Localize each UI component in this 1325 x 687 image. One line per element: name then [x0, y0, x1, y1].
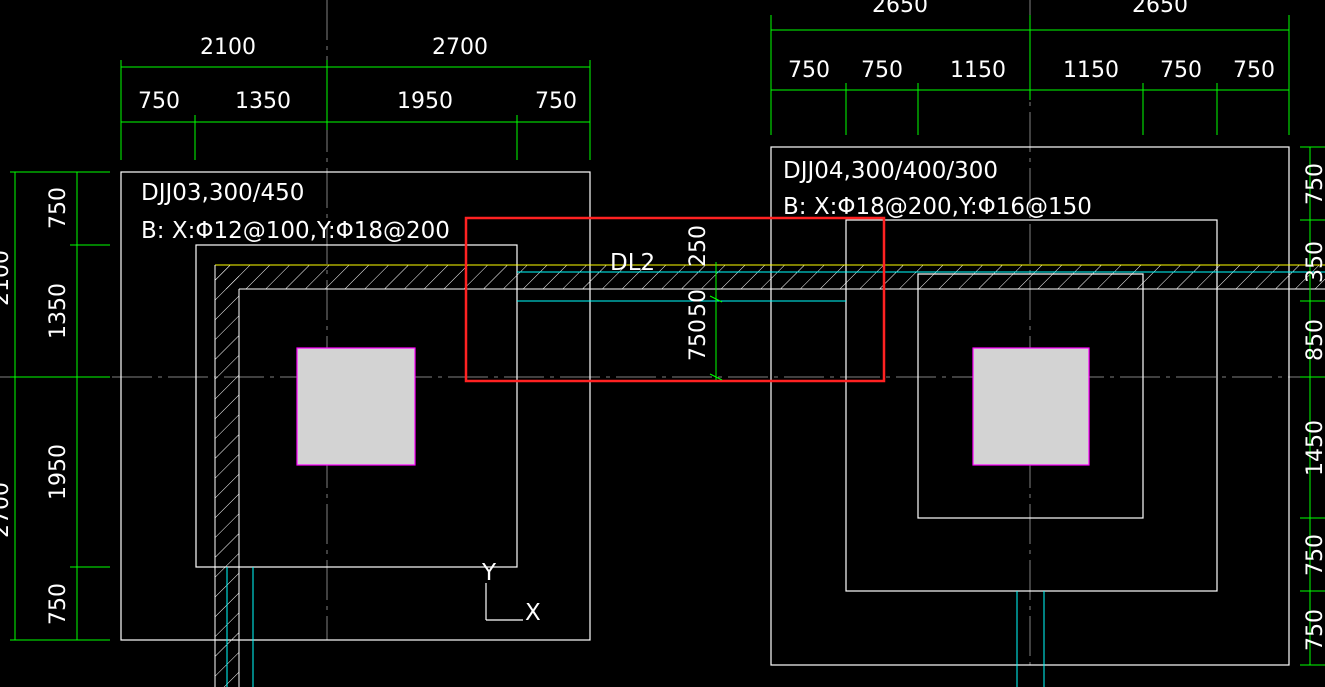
dim-beam-750: 750 [686, 319, 711, 361]
footing-right-outer [770, 146, 1290, 666]
dim-beam-50: 50 [686, 289, 711, 317]
dim-left-top-seg-3: 1950 [397, 89, 453, 114]
dim-right-side-seg-1: 750 [1303, 163, 1325, 205]
footing-right-mid [845, 219, 1218, 592]
highlight-box[interactable] [464, 216, 886, 383]
dim-left-side-seg-1: 750 [46, 187, 71, 229]
dim-left-top-seg-1: 750 [138, 89, 180, 114]
footing-right-label: DJJ04,300/400/300 [783, 158, 998, 184]
dim-left-top-total-2: 2700 [432, 35, 488, 60]
dimension-lines [10, 15, 1325, 666]
ucs-y-label: Y [481, 560, 497, 586]
dim-left-side-total-lower: 2700 [0, 482, 14, 538]
dim-left-side-total-upper: 2100 [0, 250, 14, 306]
dim-left-side-seg-3: 1950 [46, 444, 71, 500]
dim-right-top-seg-5: 750 [1160, 58, 1202, 83]
footing-left-rebar: B: X:Φ12@100,Y:Φ18@200 [141, 218, 450, 244]
footing-left [120, 171, 591, 641]
beam-dl2 [214, 264, 1325, 687]
dim-right-top-seg-4: 1150 [1063, 58, 1119, 83]
dim-right-top-total-2: 2650 [1132, 0, 1188, 18]
footing-left-inner [195, 244, 518, 568]
dim-left-side-seg-4: 750 [46, 583, 71, 625]
dim-left-top-seg-2: 1350 [235, 89, 291, 114]
column-left [296, 347, 416, 466]
footing-left-outer [120, 171, 591, 641]
dim-right-side-seg-6: 750 [1303, 609, 1325, 651]
dim-right-side-seg-3: 850 [1303, 319, 1325, 361]
dim-right-top-total-1: 2650 [872, 0, 928, 18]
dim-right-side-seg-5: 750 [1303, 534, 1325, 576]
dim-left-top-total-1: 2100 [200, 35, 256, 60]
ucs-x-label: X [525, 600, 541, 626]
axis-lines [0, 0, 1325, 665]
footing-right-rebar: B: X:Φ18@200,Y:Φ16@150 [783, 194, 1092, 220]
dim-right-top-seg-1: 750 [788, 58, 830, 83]
dim-right-top-seg-2: 750 [861, 58, 903, 83]
footing-right [770, 146, 1290, 666]
dim-beam-250: 250 [686, 225, 711, 267]
dim-right-top-seg-6: 750 [1233, 58, 1275, 83]
ucs-icon [485, 583, 523, 621]
dim-right-side-seg-2: 350 [1303, 241, 1325, 283]
dim-right-top-seg-3: 1150 [950, 58, 1006, 83]
beam-dim-line [709, 262, 723, 381]
dim-right-side-seg-4: 1450 [1303, 420, 1325, 476]
column-right [972, 347, 1090, 466]
dim-left-side-seg-2: 1350 [46, 283, 71, 339]
dim-left-top-seg-4: 750 [535, 89, 577, 114]
beam-label: DL2 [610, 250, 655, 276]
footing-left-label: DJJ03,300/450 [141, 180, 304, 206]
